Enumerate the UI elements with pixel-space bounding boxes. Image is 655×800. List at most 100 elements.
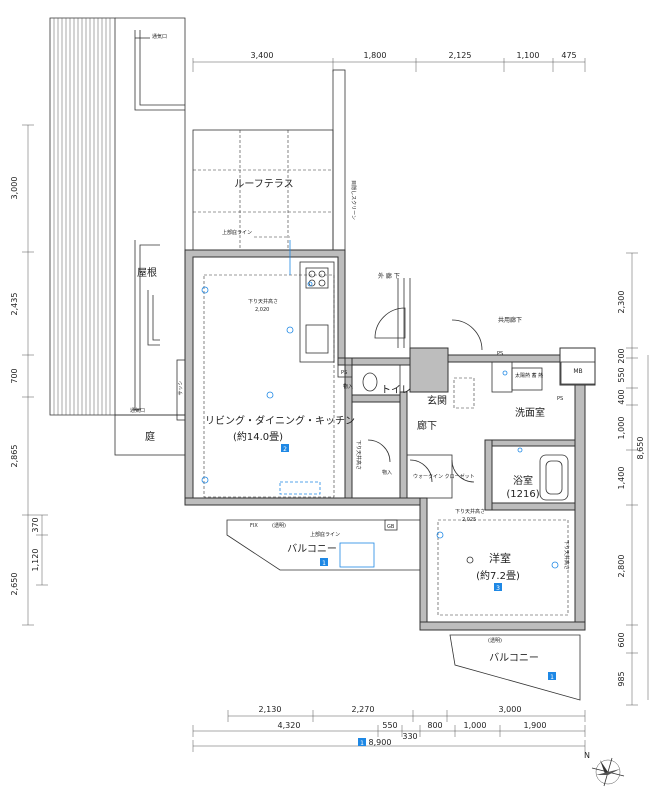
right-dim-9: 985 [617, 671, 626, 686]
western-name: 洋室 [489, 551, 511, 565]
ldk-ceiling-value: 2,020 [255, 307, 269, 313]
pipe-1 [134, 30, 185, 111]
western-badge: 3 [496, 585, 500, 592]
western-size: (約7.2畳) [476, 569, 520, 582]
balcony-left-badge: 1 [322, 560, 326, 567]
stove [305, 267, 329, 289]
right-dim-7: 2,800 [617, 555, 626, 578]
upper-eave-line-2: 上部庇ライン [310, 531, 340, 538]
bottom-dim-5: 550 [382, 721, 397, 730]
balcony-right-label: バルコニー [489, 652, 539, 664]
transparent-1: (透明) [272, 522, 286, 529]
kitchen-counter [299, 261, 335, 363]
ldk-room: 下り天井高さ 2,020 リビング・ダイニング・キッチン (約14.0畳) 2 … [201, 240, 362, 498]
compass-north-label: N [584, 751, 590, 760]
ps-2: PS [557, 396, 563, 402]
hallway-label: 廊下 [417, 419, 437, 432]
closet-label: ウォークイン クローゼット [413, 473, 475, 480]
top-dimension-line: 3,400 1,800 2,125 1,100 475 [192, 51, 586, 72]
roof-label: 屋根 [137, 266, 157, 279]
balcony-left-box [339, 542, 375, 568]
left-dim-5: 370 [31, 517, 40, 532]
top-dim-5: 475 [561, 51, 576, 60]
roof-area: 通気口 通気口 屋根 庭 サッシ [49, 17, 186, 456]
top-dim-1: 3,400 [251, 51, 274, 60]
left-dim-4: 2,865 [10, 445, 19, 468]
fix-label: FIX [250, 523, 258, 529]
left-dim-6: 1,120 [31, 549, 40, 572]
bottom-dimension-lines: 2,130 2,270 3,000 4,320 550 800 1,000 1,… [192, 705, 586, 752]
storage-2: 物入 [382, 469, 392, 476]
right-dim-2: 200 [617, 348, 626, 363]
ldk-size: (約14.0畳) [233, 430, 283, 443]
washroom-label: 洗面室 [515, 406, 545, 419]
bottom-dim-9: 330 [402, 732, 417, 741]
garden-label: 庭 [145, 430, 155, 443]
right-dim-1: 2,300 [617, 291, 626, 314]
privacy-screen-label: 目隠しスクリーン [350, 180, 357, 220]
right-dim-4: 400 [617, 389, 626, 404]
balcony-left: FIX (透明) 上部庇ライン バルコニー 1 GB [226, 519, 421, 571]
total-badge: 1 [360, 740, 364, 747]
top-dim-4: 1,100 [517, 51, 540, 60]
bathtub [539, 454, 569, 501]
balcony-right: (透明) バルコニー 1 [449, 634, 581, 701]
top-dim-2: 1,800 [364, 51, 387, 60]
hall-ceiling-label: 下り天井高さ [455, 508, 485, 515]
left-dimension-line: 3,000 2,435 700 2,865 370 1,120 2,650 [10, 124, 48, 626]
ldk-badge: 2 [283, 446, 287, 453]
western-ceiling-label: 下り天井高さ [563, 540, 570, 570]
compass: N [584, 751, 625, 787]
western-room: 洋室 (約7.2畳) 3 下り天井高さ [436, 519, 570, 616]
bottom-dim-8: 1,900 [524, 721, 547, 730]
mb-label: MB [573, 368, 582, 375]
bottom-dim-2: 2,270 [352, 705, 375, 714]
right-dimension-line: 2,300 200 550 400 1,000 8,650 1,400 2,80… [617, 252, 649, 706]
toilet-label: トイレ [381, 385, 411, 396]
bath-size: (1216) [506, 489, 539, 500]
bottom-dim-6: 800 [427, 721, 442, 730]
bottom-dim-7: 1,000 [464, 721, 487, 730]
top-dim-3: 2,125 [449, 51, 472, 60]
ps-1: PS [341, 370, 347, 376]
vent-2: 通気口 [130, 407, 145, 414]
bath-label: 浴室 [513, 474, 533, 487]
bottom-dim-1: 2,130 [259, 705, 282, 714]
right-dim-6: 1,400 [617, 467, 626, 490]
ldk-name: リビング・ダイニング・キッチン [205, 414, 355, 427]
compass-needle [600, 760, 608, 774]
balcony-left-label: バルコニー [287, 543, 337, 555]
ps-3: PS [497, 351, 503, 357]
gb-label: GB [387, 524, 395, 530]
entrance-label: 玄関 [427, 394, 447, 407]
roof-terrace-label: ルーフテラス [234, 178, 293, 190]
outer-corridor-label: 外 廊 下 [378, 272, 400, 280]
total-badge-bg [358, 738, 366, 746]
left-dim-3: 700 [10, 368, 19, 383]
ldk-ceiling-label: 下り天井高さ [248, 298, 278, 305]
outer-corridor: 外 廊 下 共用廊下 [374, 272, 522, 351]
storage-1: 物入 [343, 383, 353, 390]
total-dim: 8,900 [369, 738, 392, 747]
roof-stripes [53, 18, 111, 415]
wash-bath: 太陽熱 蓄 熱 MB PS PS 洗面室 浴室 (1216) [491, 351, 596, 501]
transparent-2: (透明) [488, 637, 502, 644]
left-dim-1: 3,000 [10, 177, 19, 200]
roof-terrace: ルーフテラス 目隠しスクリーン 上部庇ライン [192, 69, 357, 251]
water-heater-label: 太陽熱 蓄 熱 [515, 372, 543, 379]
right-dim-total: 8,650 [636, 437, 645, 460]
vent-1: 通気口 [152, 33, 167, 40]
sash-label: サッシ [178, 380, 184, 395]
bottom-dim-3: 3,000 [499, 705, 522, 714]
dk-ceiling-label: 下り天井高さ [355, 440, 362, 470]
right-dim-8: 600 [617, 632, 626, 647]
left-dim-7: 2,650 [10, 573, 19, 596]
kitchen-sink [305, 324, 329, 354]
balcony-right-badge: 1 [550, 674, 554, 681]
left-dim-2: 2,435 [10, 293, 19, 316]
upper-eave-line-1: 上部庇ライン [222, 229, 252, 236]
right-dim-5: 1,000 [617, 417, 626, 440]
bottom-dim-4: 4,320 [278, 721, 301, 730]
common-corridor-label: 共用廊下 [498, 316, 522, 324]
